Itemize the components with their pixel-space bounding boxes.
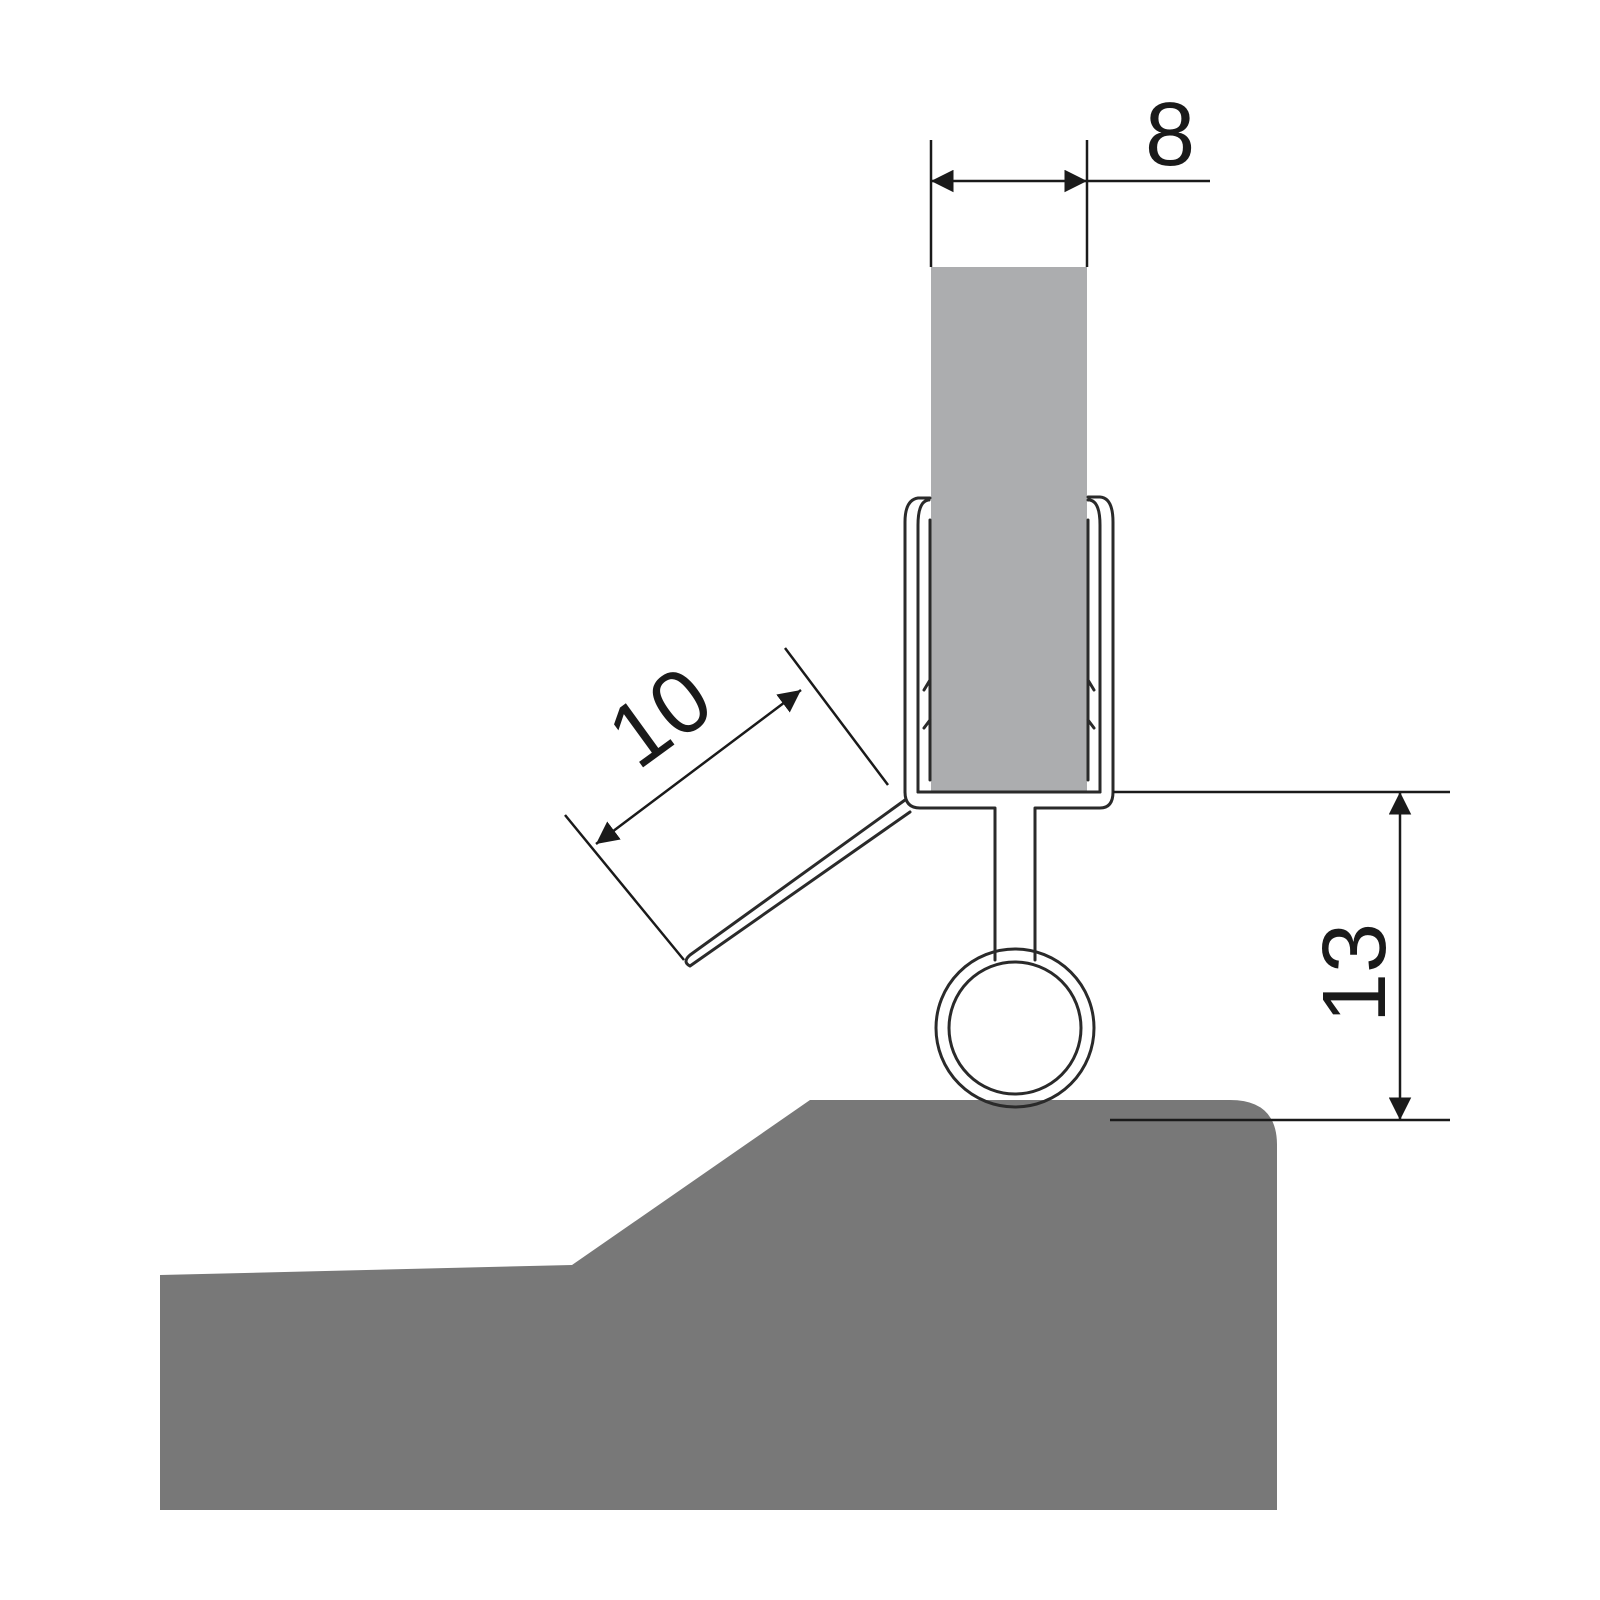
seal-left-teeth xyxy=(922,518,932,782)
seal-channel-base xyxy=(903,790,1115,962)
seal-bulb-outer xyxy=(934,947,1096,1109)
ext-line-fin-bottom xyxy=(564,814,685,961)
glass-panel xyxy=(931,267,1087,792)
seal-left-clip xyxy=(916,498,931,794)
dimension-seal-height: 13 xyxy=(1110,790,1450,1122)
seal-right-clip xyxy=(1086,498,1102,794)
seal-bulb-inner xyxy=(947,960,1083,1096)
seal-right-clip-inner xyxy=(1086,495,1115,794)
dimension-label-8: 8 xyxy=(1145,85,1195,185)
dim-line-10 xyxy=(595,689,802,845)
dimension-label-13: 13 xyxy=(1305,923,1405,1023)
dimension-fin-length: 10 xyxy=(564,647,889,961)
seal-fin xyxy=(684,798,912,968)
seal-right-teeth xyxy=(1086,518,1096,782)
dimension-glass-thickness: 8 xyxy=(929,85,1210,267)
seal-profile xyxy=(684,495,1115,1109)
seal-left-clip-inner xyxy=(903,496,932,794)
dimension-label-10: 10 xyxy=(590,648,730,788)
floor-base xyxy=(160,1100,1277,1510)
ext-line-fin-top xyxy=(784,647,889,786)
